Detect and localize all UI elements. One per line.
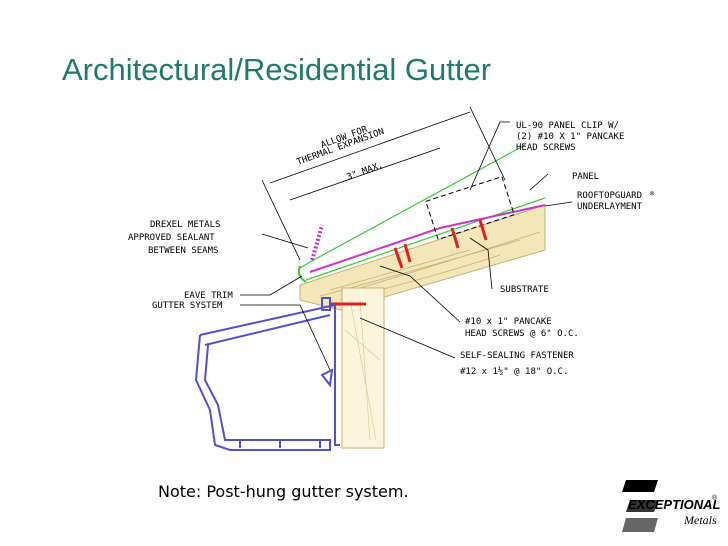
- panel-clip-box: [425, 175, 515, 241]
- exceptional-metals-logo: EXCEPTIONAL ® Metals: [618, 478, 722, 536]
- label-three-max: 3" MAX.: [346, 160, 385, 182]
- label-fastener-1: SELF-SEALING FASTENER: [460, 351, 574, 361]
- label-fastener-2: #12 x 1½" @ 18" O.C.: [460, 366, 568, 377]
- logo-stripes-icon: [622, 480, 658, 532]
- label-sealant-3: BETWEEN SEAMS: [148, 246, 218, 256]
- dimension-lines: [261, 106, 506, 261]
- label-screws-2: HEAD SCREWS @ 6" O.C.: [465, 329, 579, 339]
- label-rooftopguard: ROOFTOPGUARD: [577, 191, 642, 201]
- callout-labels: ALLOW FOR THERMAL EXPANSION 3" MAX. UL-9…: [128, 121, 655, 377]
- sealant-bead: [310, 224, 324, 261]
- label-clip-1: UL-90 PANEL CLIP W/: [516, 121, 619, 131]
- label-underlayment: UNDERLAYMENT: [577, 202, 643, 212]
- logo-word: EXCEPTIONAL: [628, 497, 721, 512]
- gutter-profile: [194, 297, 340, 451]
- logo-sub: Metals: [683, 513, 717, 527]
- label-clip-3: HEAD SCREWS: [516, 143, 576, 153]
- underlayment-line: [309, 204, 546, 273]
- label-panel: PANEL: [572, 172, 599, 182]
- label-reg: ®: [650, 190, 655, 198]
- page-title: Architectural/Residential Gutter: [62, 52, 492, 87]
- label-screws-1: #10 x 1" PANCAKE: [465, 317, 552, 327]
- logo-reg: ®: [712, 494, 718, 502]
- label-eave-trim: EAVE TRIM: [184, 291, 233, 301]
- metal-panel: [297, 144, 546, 283]
- label-sealant-2: APPROVED SEALANT: [128, 233, 215, 243]
- label-clip-2: (2) #10 X 1" PANCAKE: [516, 132, 624, 142]
- label-substrate: SUBSTRATE: [500, 285, 549, 295]
- leader-lines: [240, 121, 573, 371]
- footnote: Note: Post-hung gutter system.: [158, 482, 409, 501]
- label-sealant-1: DREXEL METALS: [150, 220, 220, 230]
- label-gutter-system: GUTTER SYSTEM: [152, 301, 223, 311]
